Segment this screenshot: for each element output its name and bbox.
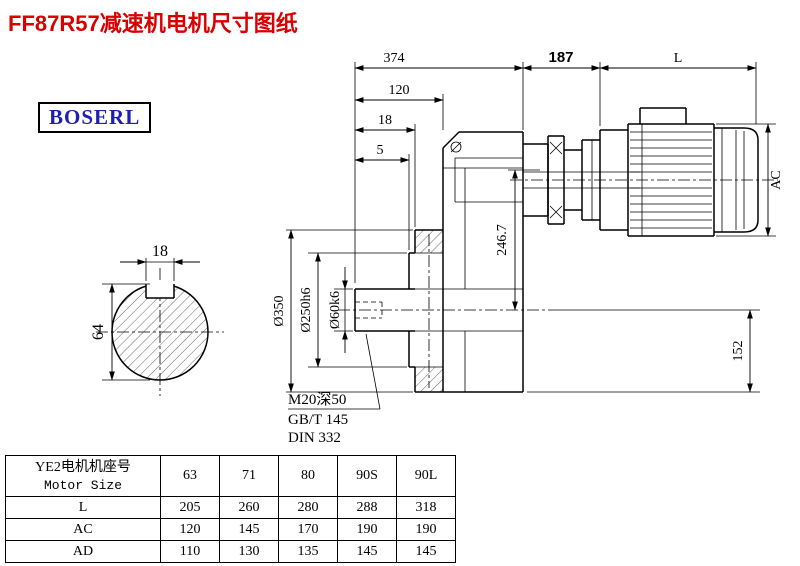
row-label-AC: AC <box>5 518 161 541</box>
table-cell: 135 <box>278 540 338 563</box>
note-standard-din: DIN 332 <box>288 430 341 446</box>
row-label-AD: AD <box>5 540 161 563</box>
shaft-detail-dimensions: 18 64 <box>90 243 200 381</box>
table-cell: 205 <box>160 496 220 519</box>
page-title: FF87R57减速机电机尺寸图纸 <box>8 11 298 36</box>
dim-152-label: 152 <box>731 341 746 362</box>
dim-AC-label: AC <box>769 170 784 189</box>
table-cell: 120 <box>160 518 220 541</box>
table-cell: 110 <box>160 540 220 563</box>
gearbox-outline <box>354 131 524 393</box>
dim-246-label: 246.7 <box>495 224 510 256</box>
motor-fins <box>630 131 712 229</box>
table-row-L: L 205 260 280 288 318 <box>5 496 456 519</box>
table-cell: 318 <box>396 496 456 519</box>
table-row-AD: AD 110 130 135 145 145 <box>5 540 456 563</box>
table-cell: 130 <box>219 540 279 563</box>
table-cell: 260 <box>219 496 279 519</box>
table-cell: 145 <box>337 540 397 563</box>
dim-flange-dia-label: Ø350 <box>272 295 287 326</box>
dim-L-label: L <box>674 51 683 66</box>
row-label-L: L <box>5 496 161 519</box>
centerlines <box>338 179 778 388</box>
dim-18-label: 18 <box>378 113 392 128</box>
table-col-63: 63 <box>160 455 220 497</box>
table-col-90L: 90L <box>396 455 456 497</box>
shaft-cross-section <box>96 268 224 396</box>
table-header-motor-size: YE2电机机座号 Motor Size <box>5 455 161 497</box>
shaft-end-notes: M20深50 GB/T 145 DIN 332 <box>288 333 381 446</box>
key-width-dim-label: 18 <box>152 243 168 260</box>
dim-shaft-dia-label: Ø60k6 <box>328 291 343 329</box>
table-row-AC: AC 120 145 170 190 190 <box>5 518 456 541</box>
dim-374-label: 374 <box>384 51 405 66</box>
table-col-71: 71 <box>219 455 279 497</box>
note-standard-gbt: GB/T 145 <box>288 412 348 428</box>
table-col-90S: 90S <box>337 455 397 497</box>
table-cell: 170 <box>278 518 338 541</box>
dim-187-label: 187 <box>548 49 573 66</box>
table-col-80: 80 <box>278 455 338 497</box>
table-cell: 288 <box>337 496 397 519</box>
table-cell: 145 <box>219 518 279 541</box>
input-stage-outline <box>523 135 640 225</box>
fan-cover <box>714 127 759 233</box>
table-cell: 190 <box>396 518 456 541</box>
table-cell: 190 <box>337 518 397 541</box>
dim-spigot-dia-label: Ø250h6 <box>299 287 314 332</box>
motor-outline <box>599 107 759 237</box>
table-cell: 145 <box>396 540 456 563</box>
table-header-en: Motor Size <box>43 478 122 493</box>
dim-120-label: 120 <box>389 83 410 98</box>
motor-size-table: YE2电机机座号 Motor Size 63 71 80 90S 90L L 2… <box>5 455 456 563</box>
brand-logo: BOSERL <box>38 102 152 133</box>
terminal-box <box>639 107 687 124</box>
shaft-height-dim-label: 64 <box>90 324 107 340</box>
table-header-cn: YE2电机机座号 <box>35 460 131 475</box>
dim-5-label: 5 <box>377 143 384 158</box>
dimensions: 374 187 L 120 18 5 Ø350 Ø250h6 Ø60k6 <box>272 49 784 393</box>
note-tap-hole: M20深50 <box>288 391 346 408</box>
table-cell: 280 <box>278 496 338 519</box>
table-header-row: YE2电机机座号 Motor Size 63 71 80 90S 90L <box>5 455 456 497</box>
